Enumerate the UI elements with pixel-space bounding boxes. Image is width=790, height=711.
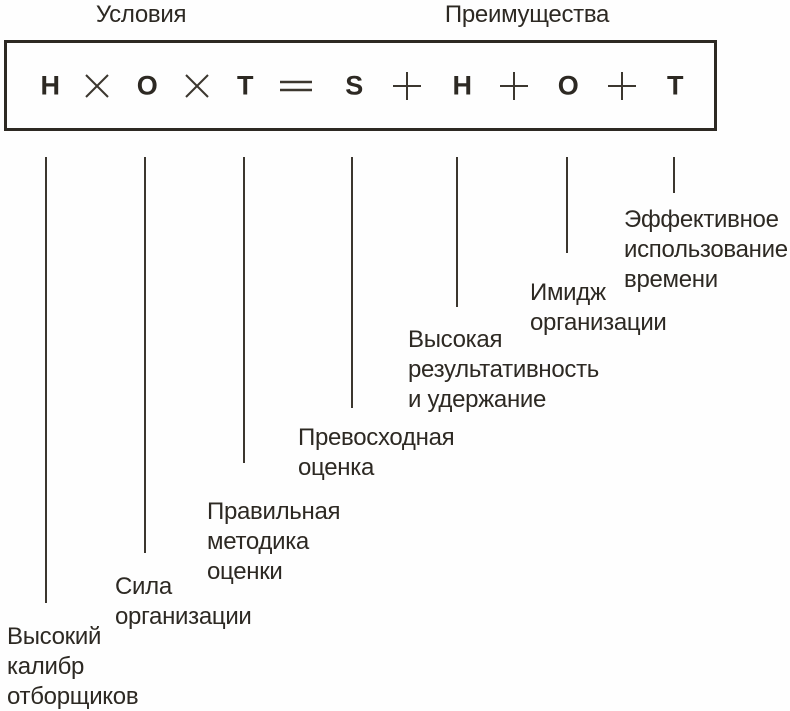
callout-text-line: и удержание — [408, 386, 547, 413]
callout-org-image: Имидж организации — [530, 278, 667, 338]
formula-letter-t1: T — [237, 70, 254, 100]
formula-letter-h1: H — [40, 70, 61, 100]
connector-line-t1 — [243, 157, 245, 463]
callout-text-line: Высокий — [7, 623, 102, 650]
connector-line-o2 — [566, 157, 568, 253]
formula-letter-s: S — [345, 70, 363, 100]
plus-icon — [392, 71, 422, 101]
callout-text-line: использование — [624, 236, 788, 263]
callout-text-line: Высокая — [408, 326, 503, 353]
formula-letter-h2: H — [452, 70, 473, 100]
plus-icon — [607, 71, 637, 101]
callout-org-strength: Сила организации — [115, 572, 252, 632]
callout-effective-time-use: Эффективное использование времени — [624, 205, 788, 295]
callout-text-line: Превосходная — [298, 424, 455, 451]
callout-text-line: Правильная — [207, 498, 341, 525]
formula-letter-o1: O — [136, 70, 158, 100]
conditions-heading: Условия — [95, 1, 187, 28]
formula-letter-o2: O — [557, 70, 579, 100]
callout-text-line: Имидж — [530, 279, 606, 306]
callout-high-performance: Высокая результативность и удержание — [408, 325, 599, 415]
callout-text-line: организации — [530, 309, 667, 336]
connector-line-s — [351, 157, 353, 408]
connector-line-h2 — [456, 157, 458, 307]
connector-line-h1 — [45, 157, 47, 603]
callout-text-line: результативность — [408, 356, 599, 383]
equals-icon — [279, 79, 313, 93]
callout-text-line: калибр — [7, 653, 85, 680]
callout-text-line: Эффективное — [624, 206, 779, 233]
callout-text-line: отборщиков — [7, 683, 139, 710]
callout-text-line: Сила — [115, 573, 172, 600]
callout-correct-method: Правильная методика оценки — [207, 497, 341, 587]
callout-text-line: времени — [624, 266, 718, 293]
callout-superior-assessment: Превосходная оценка — [298, 423, 455, 483]
connector-line-o1 — [144, 157, 146, 553]
multiply-icon — [184, 73, 210, 99]
callout-text-line: методика — [207, 528, 309, 555]
connector-line-t2 — [673, 157, 675, 193]
formula-letter-t2: T — [667, 70, 684, 100]
callout-high-caliber: Высокий калибр отборщиков — [7, 622, 139, 711]
callout-text-line: оценки — [207, 558, 283, 585]
multiply-icon — [84, 73, 110, 99]
callout-text-line: оценка — [298, 454, 375, 481]
advantages-heading: Преимущества — [444, 1, 610, 28]
formula-box: H O T S H — [4, 40, 717, 131]
callout-text-line: организации — [115, 603, 252, 630]
plus-icon — [499, 71, 529, 101]
